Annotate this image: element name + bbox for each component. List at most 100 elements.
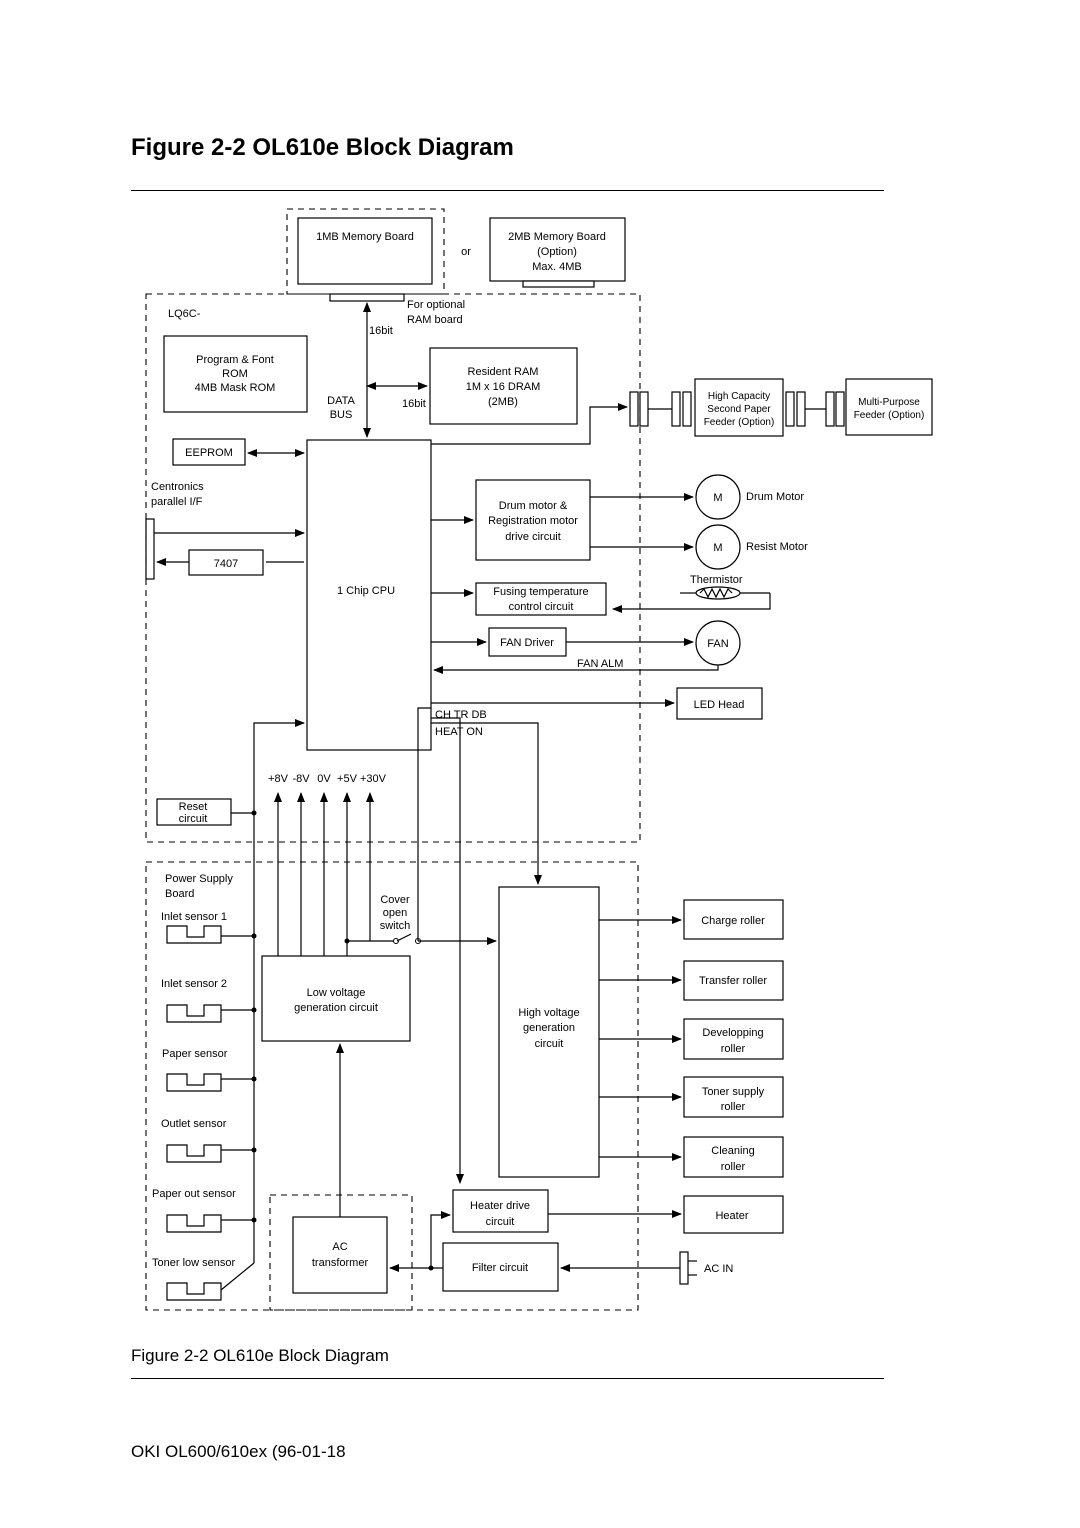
mem2-label-1: 2MB Memory Board <box>508 231 606 243</box>
charge-roller-label: Charge roller <box>701 915 765 927</box>
sensor-label-inlet-2: Inlet sensor 2 <box>161 978 227 990</box>
ac-transformer-label-1: AC <box>332 1241 347 1253</box>
developping-roller-label-2: roller <box>721 1043 746 1055</box>
voltage-label-3: +5V <box>337 773 358 785</box>
option-connector <box>522 280 595 288</box>
fusing-label-1: Fusing temperature <box>493 586 588 598</box>
hcf-label-3: Feeder (Option) <box>704 417 775 428</box>
heater-block <box>683 1195 784 1234</box>
voltage-label-0: +8V <box>268 773 289 785</box>
developping-roller-label-1: Developping <box>702 1027 763 1039</box>
data-bus-label-1: DATA <box>327 395 355 407</box>
cleaning-roller-label-2: roller <box>721 1161 746 1173</box>
resist-motor-label: Resist Motor <box>746 541 808 553</box>
toner-supply-roller-block <box>683 1076 784 1118</box>
title-rule <box>131 190 884 191</box>
mem2-label-3: Max. 4MB <box>532 261 582 273</box>
resident-ram-block <box>429 347 578 425</box>
ac-in-label: AC IN <box>704 1263 733 1275</box>
thermistor-label: Thermistor <box>690 574 743 586</box>
power-supply-region <box>145 861 639 1311</box>
board-id-label: LQ6C- <box>168 308 201 320</box>
mpf-label-1: Multi-Purpose <box>858 397 920 408</box>
fan-label: FAN <box>707 638 728 650</box>
drum-motor-m-label: M <box>713 492 722 504</box>
psu-label-2: Board <box>165 888 194 900</box>
fan-driver-label: FAN Driver <box>500 637 554 649</box>
drum-motor-symbol <box>695 474 741 520</box>
ic-7407-block <box>188 549 264 576</box>
multi-purpose-feeder-block <box>845 378 933 436</box>
reset-circuit-block <box>156 798 232 826</box>
ac-in-plug <box>679 1251 697 1285</box>
mem1-label: 1MB Memory Board <box>316 231 414 243</box>
filter-circuit-block <box>442 1242 559 1292</box>
drum-drive-label-2: Registration motor <box>488 515 578 527</box>
low-v-label-2: generation circuit <box>294 1002 378 1014</box>
high-v-label-2: generation <box>523 1022 575 1034</box>
low-v-label-1: Low voltage <box>307 987 366 999</box>
sensor-label-inlet-1: Inlet sensor 1 <box>161 911 227 923</box>
resist-motor-m-label: M <box>713 542 722 554</box>
mem2-label-2: (Option) <box>537 246 577 258</box>
cleaning-roller-block <box>683 1136 784 1178</box>
centronics-label-2: parallel I/F <box>151 496 203 508</box>
heat-on-label: HEAT ON <box>435 726 483 738</box>
optional-ram-label-2: RAM board <box>407 314 463 326</box>
led-head-label: LED Head <box>694 699 745 711</box>
hcf-label-2: Second Paper <box>707 404 771 415</box>
voltage-label-1: -8V <box>292 773 310 785</box>
reset-label-1: Reset <box>179 801 208 813</box>
reset-label-2: circuit <box>179 813 208 825</box>
ac-transformer-region <box>269 1194 413 1311</box>
page-footer: OKI OL600/610ex (96-01-18 <box>131 1442 346 1461</box>
sensor-label-paper: Paper sensor <box>162 1048 228 1060</box>
rom-label-3: 4MB Mask ROM <box>195 382 276 394</box>
page-title: Figure 2-2 OL610e Block Diagram <box>131 134 514 161</box>
psu-label-1: Power Supply <box>165 873 233 885</box>
drum-motor-label: Drum Motor <box>746 491 804 503</box>
led-head-block <box>676 687 763 720</box>
heater-drive-block <box>452 1189 549 1233</box>
ram-connector <box>329 293 405 302</box>
junction-dots <box>251 810 434 1271</box>
cpu-label: 1 Chip CPU <box>337 585 395 597</box>
feeder-connector-chain <box>629 391 845 427</box>
voltage-label-2: 0V <box>317 773 331 785</box>
voltage-label-4: +30V <box>360 773 387 785</box>
rom-block <box>163 335 308 413</box>
resist-motor-symbol <box>695 524 741 570</box>
charge-roller-block <box>683 899 784 940</box>
drum-drive-block <box>475 479 591 561</box>
heater-drive-label-2: circuit <box>486 1216 515 1228</box>
toner-supply-roller-label-1: Toner supply <box>702 1086 765 1098</box>
memory-board-2mb <box>489 217 626 282</box>
ic-7407-label: 7407 <box>214 558 238 570</box>
high-v-label-1: High voltage <box>518 1007 579 1019</box>
bit16-top-label: 16bit <box>369 325 393 337</box>
fusing-label-2: control circuit <box>509 601 574 613</box>
sensor-label-outlet: Outlet sensor <box>161 1118 227 1130</box>
developping-roller-block <box>683 1018 784 1060</box>
sensor-symbols <box>166 925 222 1301</box>
cleaning-roller-label-1: Cleaning <box>711 1145 754 1157</box>
connection-lines <box>154 302 771 1291</box>
transfer-roller-label: Transfer roller <box>699 975 767 987</box>
ram-label-1: Resident RAM <box>468 366 539 378</box>
bit16-mid-label: 16bit <box>402 398 426 410</box>
fusing-control-block <box>475 582 607 616</box>
mpf-label-2: Feeder (Option) <box>854 410 925 421</box>
filter-circuit-label: Filter circuit <box>472 1262 528 1274</box>
thermistor-zigzag <box>699 587 733 599</box>
centronics-label-1: Centronics <box>151 481 204 493</box>
ram-label-2: 1M x 16 DRAM <box>466 381 541 393</box>
cpu-block <box>306 439 432 751</box>
figure-caption: Figure 2-2 OL610e Block Diagram <box>131 1346 389 1365</box>
data-bus-label-2: BUS <box>330 409 353 421</box>
fan-alm-label: FAN ALM <box>577 658 623 670</box>
ch-tr-db-label: CH TR DB <box>435 709 487 721</box>
or-label: or <box>461 246 471 258</box>
high-voltage-block <box>498 886 600 1178</box>
caption-rule <box>131 1378 884 1379</box>
